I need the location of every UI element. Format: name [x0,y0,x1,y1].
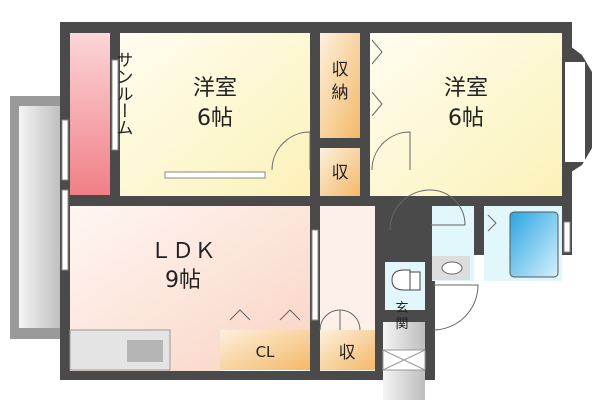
storage-1-area [320,33,360,138]
window [565,62,585,162]
storage-small-label: 収 [332,163,349,183]
storage-1-label-bottom: 納 [332,83,349,103]
entrance-label-top: 玄 [395,301,408,316]
western-room-1-area [120,33,310,196]
entrance-label-bottom: 関 [395,317,408,332]
ldk-label: ＬＤＫ [150,239,216,264]
western-room-2-area [370,33,562,196]
closet-area [220,330,310,370]
windows [61,59,571,321]
balcony [10,96,62,339]
bathtub [509,211,559,278]
toilet [385,262,425,310]
western-room-1-label: 洋室 [193,76,237,101]
western-room-1-size: 6帖 [197,106,233,131]
storage-1-label-top: 収 [332,60,349,80]
shoe-box-mark [382,349,426,371]
sunroom-area [70,33,110,195]
washbasin [441,261,463,275]
kitchen-sink [127,340,163,362]
storage-bottom-area [320,330,375,370]
ldk-size: 9帖 [165,268,201,293]
closet-label: CL [256,343,275,361]
storage-bottom-label: 収 [339,343,356,363]
storage-small-area [320,148,360,196]
western-room-2-size: 6帖 [448,106,484,131]
doors [229,39,497,331]
western-room-2-label: 洋室 [444,76,488,101]
